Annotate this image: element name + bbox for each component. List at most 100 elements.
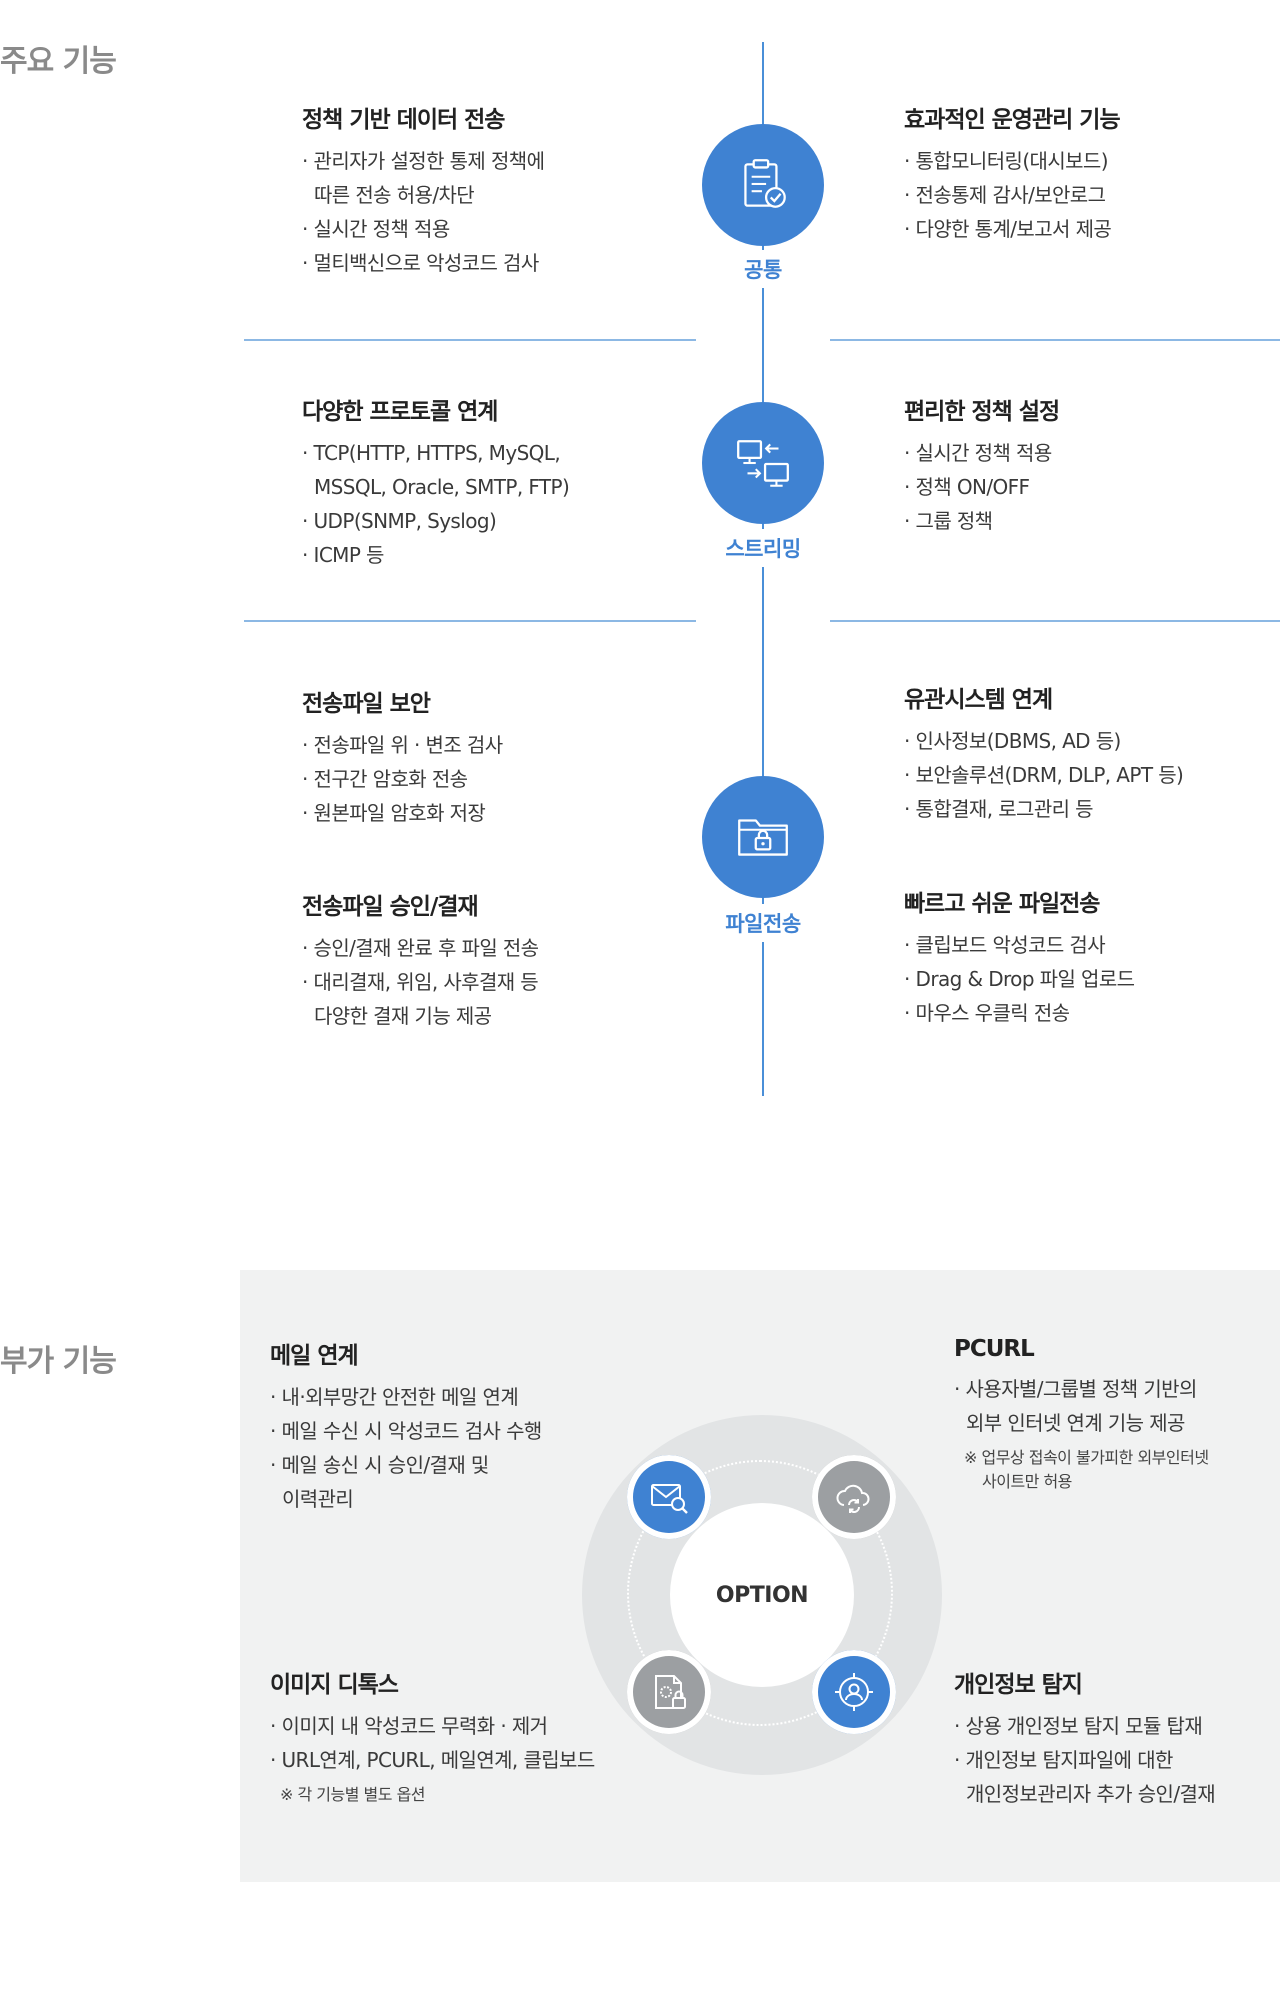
- list-item: · 메일 수신 시 악성코드 검사 수행: [270, 1414, 542, 1448]
- list-item: · 상용 개인정보 탐지 모듈 탑재: [954, 1709, 1215, 1743]
- streaming-circle: [702, 402, 824, 524]
- option-dotted-ring: [627, 1460, 893, 1726]
- block-image-detox: 이미지 디톡스 · 이미지 내 악성코드 무력화 · 제거 · URL연계, PC…: [270, 1665, 595, 1807]
- item-list: · 이미지 내 악성코드 무력화 · 제거 · URL연계, PCURL, 메일연…: [270, 1709, 595, 1777]
- note-line: ※ 각 기능별 별도 옵션: [280, 1785, 426, 1804]
- list-item: · UDP(SNMP, Syslog): [302, 504, 569, 538]
- list-item: · 인사정보(DBMS, AD 등): [904, 724, 1183, 758]
- block-title: 빠르고 쉬운 파일전송: [904, 891, 1100, 917]
- mail-search-circle: [627, 1455, 711, 1539]
- list-item-line: MSSQL, Oracle, SMTP, FTP): [314, 475, 570, 499]
- block-title: 효과적인 운영관리 기능: [904, 107, 1121, 133]
- list-item-line: · 개인정보 탐지파일에 대한: [954, 1748, 1173, 1772]
- block-title: 정책 기반 데이터 전송: [302, 107, 505, 133]
- block-operation: 효과적인 운영관리 기능 · 통합모니터링(대시보드)· 전송통제 감사/보안로…: [904, 100, 1121, 246]
- section-label-extra: 부가 기능: [0, 1344, 117, 1379]
- list-item: · 통합모니터링(대시보드): [904, 144, 1120, 178]
- item-list: · 통합모니터링(대시보드)· 전송통제 감사/보안로그· 다양한 통계/보고서…: [904, 144, 1120, 246]
- common-circle: [702, 124, 824, 246]
- list-item-line: · 전구간 암호화 전송: [302, 767, 468, 791]
- item-list: · 내·외부망간 안전한 메일 연계 · 메일 수신 시 악성코드 검사 수행 · …: [270, 1380, 542, 1516]
- list-item-line: · 그룹 정책: [904, 509, 993, 533]
- list-item-line: · 실시간 정책 적용: [904, 441, 1052, 465]
- image-note: ※ 각 기능별 별도 옵션: [270, 1783, 595, 1807]
- section-label-main: 주요 기능: [0, 44, 117, 79]
- list-item: · ICMP 등: [302, 538, 569, 572]
- list-item-line: · 실시간 정책 적용: [302, 217, 450, 241]
- list-item: · 클립보드 악성코드 검사: [904, 928, 1134, 962]
- list-item-line: · 인사정보(DBMS, AD 등): [904, 729, 1121, 753]
- list-item-line: · 메일 수신 시 악성코드 검사 수행: [270, 1419, 542, 1443]
- list-item: · 원본파일 암호화 저장: [302, 796, 503, 830]
- block-privacy: 개인정보 탐지 · 상용 개인정보 탐지 모듈 탑재 · 개인정보 탐지파일에 대…: [954, 1665, 1216, 1811]
- list-item: · TCP(HTTP, HTTPS, MySQL, MSSQL, Oracle, …: [302, 436, 570, 504]
- list-item-line: · 상용 개인정보 탐지 모듈 탑재: [954, 1714, 1203, 1738]
- list-item-line: · Drag & Drop 파일 업로드: [904, 967, 1135, 991]
- clipboard-check-icon: [744, 159, 786, 208]
- privacy-target-circle: [812, 1650, 896, 1734]
- list-item: · Drag & Drop 파일 업로드: [904, 962, 1135, 996]
- list-item-line: · 승인/결재 완료 후 파일 전송: [302, 936, 539, 960]
- divider-right-2: [830, 620, 1280, 622]
- common-label: 공통: [683, 250, 843, 288]
- block-title: 개인정보 탐지: [954, 1672, 1083, 1698]
- divider-left-1: [244, 339, 696, 341]
- block-title: 유관시스템 연계: [904, 687, 1053, 713]
- note-line: 사이트만 허용: [982, 1472, 1072, 1491]
- mail-search-icon: [651, 1484, 688, 1514]
- list-item-line: · 이미지 내 악성코드 무력화 · 제거: [270, 1714, 548, 1738]
- divider-left-2: [244, 620, 696, 622]
- list-item-line: 이력관리: [282, 1487, 354, 1511]
- block-file-approval: 전송파일 승인/결재 · 승인/결재 완료 후 파일 전송· 대리결재, 위임,…: [302, 887, 539, 1033]
- block-policy-setting: 편리한 정책 설정 · 실시간 정책 적용· 정책 ON/OFF· 그룹 정책: [904, 392, 1060, 538]
- block-title: 이미지 디톡스: [270, 1672, 399, 1698]
- block-title: 메일 연계: [270, 1343, 359, 1369]
- block-title: PCURL: [954, 1336, 1035, 1362]
- file-label: 파일전송: [683, 904, 843, 942]
- block-title: 전송파일 보안: [302, 691, 431, 717]
- image-lock-circle: [627, 1650, 711, 1734]
- block-fast-transfer: 빠르고 쉬운 파일전송 · 클립보드 악성코드 검사 · Drag & Drop …: [904, 884, 1135, 1030]
- list-item-line: · 보안솔루션(DRM, DLP, APT 등): [904, 763, 1184, 787]
- list-item-line: 외부 인터넷 연계 기능 제공: [966, 1411, 1185, 1435]
- list-item-line: · 메일 송신 시 승인/결재 및: [270, 1453, 489, 1477]
- list-item-line: · 다양한 통계/보고서 제공: [904, 217, 1112, 241]
- list-item-line: · 내·외부망간 안전한 메일 연계: [270, 1385, 519, 1409]
- list-item-line: · 사용자별/그룹별 정책 기반의: [954, 1377, 1197, 1401]
- list-item: · 전송파일 위 · 변조 검사: [302, 728, 503, 762]
- item-list: · 클립보드 악성코드 검사 · Drag & Drop 파일 업로드 · 마우스 …: [904, 928, 1135, 1030]
- list-item: · 보안솔루션(DRM, DLP, APT 등): [904, 758, 1184, 792]
- list-item: · URL연계, PCURL, 메일연계, 클립보드: [270, 1743, 595, 1777]
- item-list: · 전송파일 위 · 변조 검사 · 전구간 암호화 전송 · 원본파일 암호화 저…: [302, 728, 503, 830]
- item-list: · 실시간 정책 적용· 정책 ON/OFF· 그룹 정책: [904, 436, 1059, 538]
- list-item-line: · 대리결재, 위임, 사후결재 등: [302, 970, 539, 994]
- list-item-line: 다양한 결재 기능 제공: [314, 1004, 492, 1028]
- list-item-line: · 통합결재, 로그관리 등: [904, 797, 1094, 821]
- list-item-line: · 멀티백신으로 악성코드 검사: [302, 251, 539, 275]
- item-list: · 인사정보(DBMS, AD 등) · 보안솔루션(DRM, DLP, APT …: [904, 724, 1184, 826]
- block-mail: 메일 연계 · 내·외부망간 안전한 메일 연계 · 메일 수신 시 악성코드 검…: [270, 1336, 542, 1516]
- divider-right-1: [830, 339, 1280, 341]
- list-item: · 다양한 통계/보고서 제공: [904, 212, 1120, 246]
- list-item-line: · 클립보드 악성코드 검사: [904, 933, 1106, 957]
- list-item: · 멀티백신으로 악성코드 검사: [302, 246, 544, 280]
- cloud-sync-circle: [812, 1455, 896, 1539]
- list-item: · 실시간 정책 적용: [302, 212, 544, 246]
- list-item-line: · 원본파일 암호화 저장: [302, 801, 486, 825]
- list-item: · 이미지 내 악성코드 무력화 · 제거: [270, 1709, 595, 1743]
- center-vertical-line: [762, 42, 764, 1096]
- list-item-line: · TCP(HTTP, HTTPS, MySQL,: [302, 441, 561, 465]
- list-item: · 승인/결재 완료 후 파일 전송: [302, 931, 539, 965]
- list-item: · 통합결재, 로그관리 등: [904, 792, 1183, 826]
- list-item: · 마우스 우클릭 전송: [904, 996, 1134, 1030]
